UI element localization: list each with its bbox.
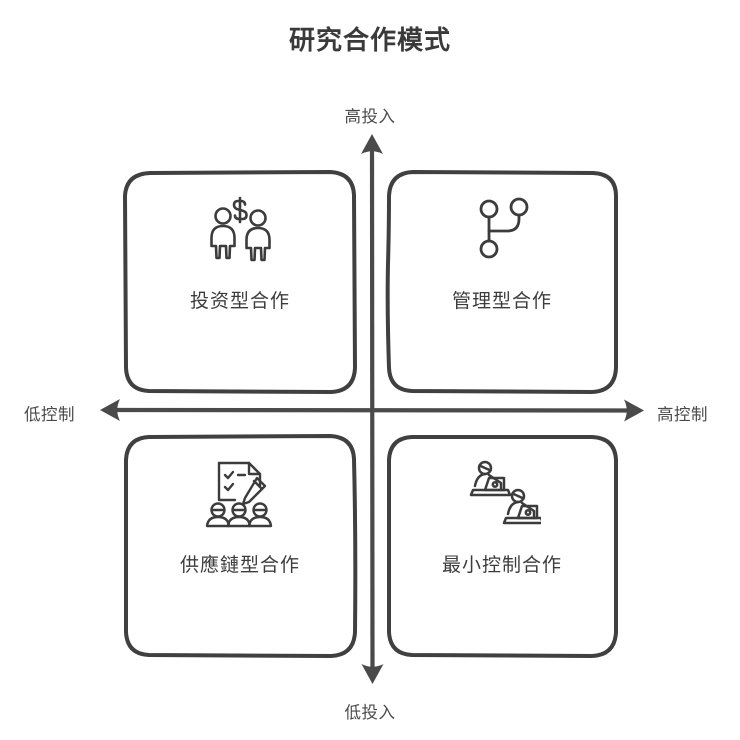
quadrant-label: 供應鏈型合作 bbox=[179, 555, 300, 576]
vertical-axis-line bbox=[369, 145, 375, 673]
horizontal-axis-line bbox=[111, 407, 633, 413]
checklist-people-icon bbox=[201, 458, 279, 528]
remote-laptop-workers-icon bbox=[463, 458, 541, 528]
axis-label-low-investment: 低投入 bbox=[344, 704, 396, 722]
quadrant-label: 最小控制合作 bbox=[441, 555, 562, 576]
two-people-dollar-icon bbox=[201, 194, 279, 264]
page-title: 研究合作模式 bbox=[288, 25, 451, 55]
git-branch-icon bbox=[463, 194, 541, 264]
quadrant-frame bbox=[387, 435, 618, 658]
axis-label-high-control: 高控制 bbox=[657, 406, 708, 424]
axis-label-high-investment: 高投入 bbox=[344, 108, 396, 126]
quadrant-frame bbox=[124, 434, 358, 658]
axis-arrow-up bbox=[361, 134, 383, 154]
quadrant-frame bbox=[123, 170, 357, 394]
quadrant-managed-cooperation[interactable]: 管理型合作 bbox=[384, 168, 620, 396]
quadrant-label: 投资型合作 bbox=[189, 291, 290, 312]
axis-arrow-down bbox=[361, 664, 384, 684]
axis-arrow-right bbox=[624, 399, 644, 422]
axis-label-low-control: 低控制 bbox=[24, 406, 75, 424]
quadrant-minimal-control-cooperation[interactable]: 最小控制合作 bbox=[384, 432, 620, 660]
quadrant-frame bbox=[385, 170, 618, 394]
quadrant-investment-cooperation[interactable]: 投资型合作 bbox=[122, 168, 358, 396]
quadrant-label: 管理型合作 bbox=[451, 291, 552, 312]
axis-arrow-left bbox=[100, 399, 120, 421]
quadrant-supply-chain-cooperation[interactable]: 供應鏈型合作 bbox=[122, 432, 358, 660]
